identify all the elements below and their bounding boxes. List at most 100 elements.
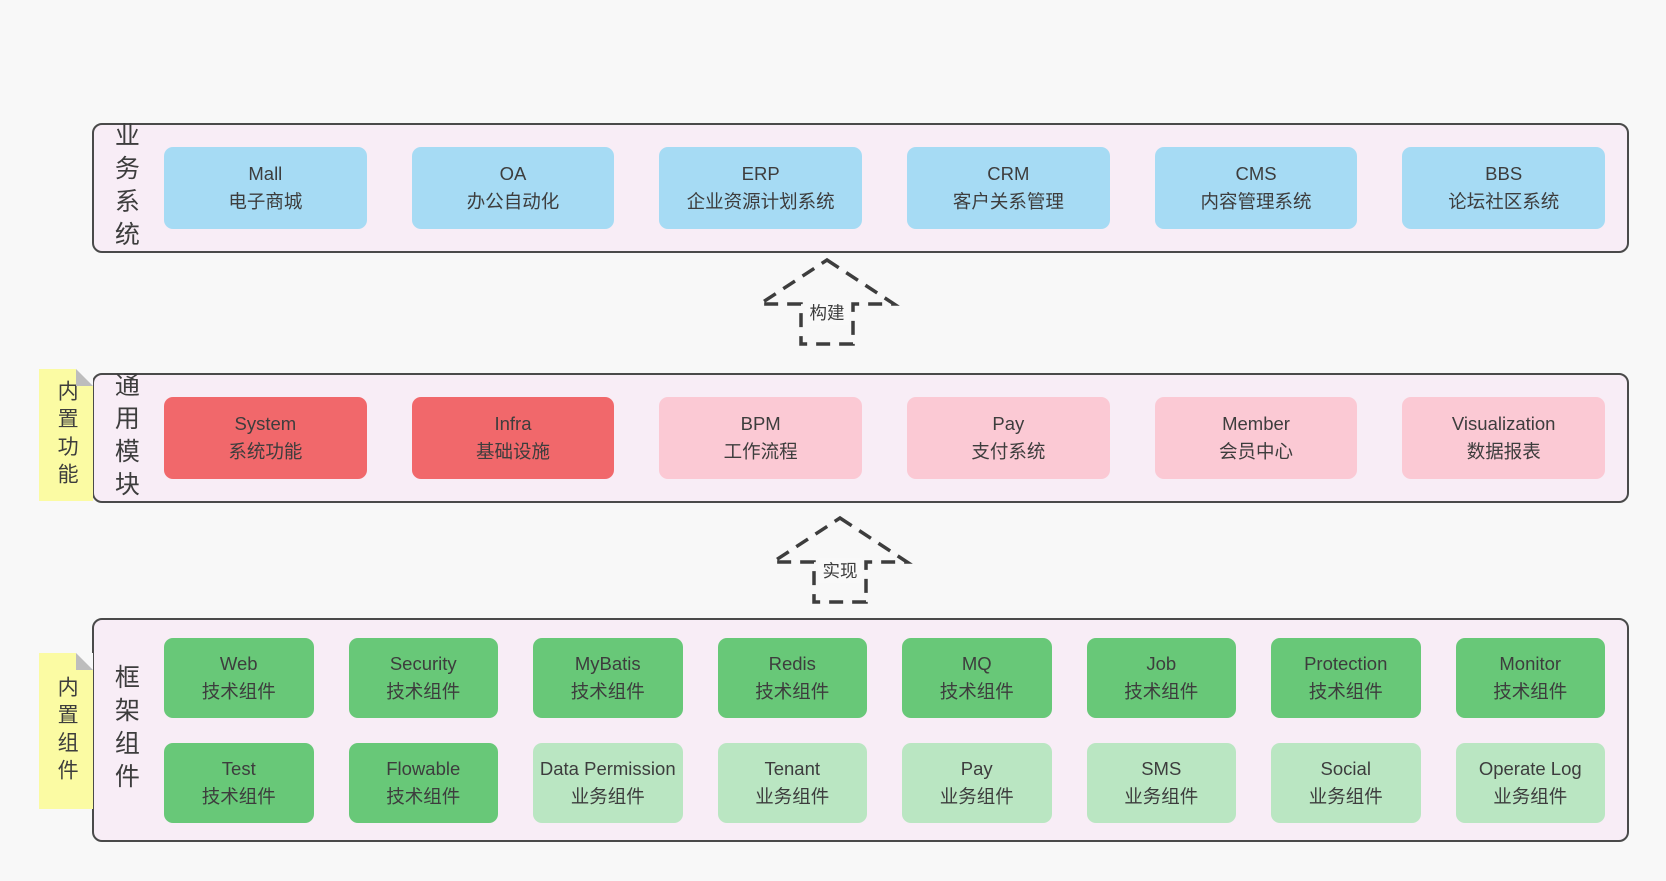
node-data-permission: Data Permission 业务组件 — [533, 742, 683, 823]
node-security: Security 技术组件 — [348, 637, 498, 718]
node-mq: MQ 技术组件 — [902, 637, 1052, 718]
node-title: Flowable — [386, 757, 461, 779]
node-subtitle: 数据报表 — [1466, 441, 1541, 462]
node-subtitle: 会员中心 — [1219, 441, 1294, 462]
folded-corner-icon — [76, 369, 93, 386]
node-subtitle: 业务组件 — [1124, 785, 1199, 807]
common-modules-row: System 系统功能 Infra 基础设施 BPM 工作流程 Pay 支付系统… — [164, 397, 1606, 479]
sticky-note-built-in-features: 内置功能 — [39, 369, 93, 501]
node-cms: CMS 内容管理系统 — [1154, 147, 1358, 229]
node-title: Member — [1222, 413, 1290, 435]
node-erp: ERP 企业资源计划系统 — [659, 147, 863, 229]
node-title: Job — [1146, 652, 1177, 674]
node-title: Visualization — [1451, 413, 1556, 435]
node-member: Member 会员中心 — [1154, 397, 1358, 479]
arrow-implement: 实现 — [765, 514, 915, 606]
node-oa: OA 办公自动化 — [411, 147, 615, 229]
layer-label-text: 框架组件 — [111, 664, 140, 796]
node-subtitle: 工作流程 — [723, 441, 798, 462]
node-pay-business: Pay 业务组件 — [902, 742, 1052, 823]
up-arrow-icon — [754, 257, 900, 346]
node-subtitle: 技术组件 — [386, 785, 461, 807]
node-title: Protection — [1304, 652, 1388, 674]
node-test: Test 技术组件 — [164, 742, 314, 823]
node-subtitle: 技术组件 — [939, 680, 1014, 702]
node-flowable: Flowable 技术组件 — [348, 742, 498, 823]
node-title: Operate Log — [1478, 757, 1582, 779]
node-subtitle: 企业资源计划系统 — [686, 191, 835, 212]
node-title: Security — [389, 652, 457, 674]
node-subtitle: 技术组件 — [1124, 680, 1199, 702]
layer-framework-components: 框架组件 Web 技术组件 Security 技术组件 MyBatis 技术组件… — [92, 618, 1629, 842]
node-title: MQ — [961, 652, 992, 674]
node-subtitle: 业务组件 — [939, 785, 1014, 807]
node-crm: CRM 客户关系管理 — [907, 147, 1110, 229]
node-title: Pay — [960, 757, 993, 779]
node-title: System — [234, 413, 297, 435]
node-social: Social 业务组件 — [1271, 742, 1421, 823]
node-title: Social — [1320, 757, 1371, 779]
node-title: Tenant — [764, 757, 821, 779]
node-subtitle: 客户关系管理 — [952, 191, 1064, 212]
node-subtitle: 支付系统 — [971, 441, 1046, 462]
node-subtitle: 技术组件 — [755, 680, 830, 702]
node-subtitle: 技术组件 — [201, 785, 276, 807]
node-subtitle: 系统功能 — [228, 441, 303, 462]
arrow-label: 实现 — [817, 558, 863, 583]
node-operate-log: Operate Log 业务组件 — [1455, 742, 1605, 823]
node-pay: Pay 支付系统 — [907, 397, 1110, 479]
layer-label-text: 业务系统 — [111, 122, 140, 254]
node-mall: Mall 电子商城 — [164, 147, 367, 229]
node-title: ERP — [741, 163, 780, 185]
node-visualization: Visualization 数据报表 — [1402, 397, 1606, 479]
framework-components-grid: Web 技术组件 Security 技术组件 MyBatis 技术组件 Redi… — [164, 637, 1605, 823]
layer-common-modules: 通用模块 System 系统功能 Infra 基础设施 BPM 工作流程 Pay… — [92, 372, 1629, 504]
node-subtitle: 业务组件 — [755, 785, 830, 807]
node-subtitle: 业务组件 — [1493, 785, 1568, 807]
node-bbs: BBS 论坛社区系统 — [1402, 147, 1606, 229]
node-subtitle: 技术组件 — [1308, 680, 1383, 702]
node-subtitle: 技术组件 — [201, 680, 276, 702]
node-title: Test — [221, 757, 256, 779]
layer-label-framework-components: 框架组件 — [102, 664, 148, 796]
node-bpm: BPM 工作流程 — [659, 397, 863, 479]
node-title: BPM — [740, 413, 781, 435]
layer-label-business-systems: 业务系统 — [102, 122, 148, 254]
node-title: MyBatis — [574, 652, 641, 674]
node-title: BBS — [1485, 163, 1523, 185]
node-subtitle: 办公自动化 — [466, 191, 560, 212]
up-arrow-icon — [767, 515, 913, 604]
node-subtitle: 业务组件 — [1308, 785, 1383, 807]
node-redis: Redis 技术组件 — [717, 637, 867, 718]
node-title: CMS — [1235, 163, 1277, 185]
node-title: Redis — [768, 652, 816, 674]
node-subtitle: 业务组件 — [570, 785, 645, 807]
node-title: Mall — [248, 163, 283, 185]
node-title: Web — [219, 652, 258, 674]
node-monitor: Monitor 技术组件 — [1455, 637, 1605, 718]
node-title: Infra — [494, 413, 532, 435]
note-text: 内置组件 — [55, 675, 79, 787]
node-title: CRM — [987, 163, 1030, 185]
node-subtitle: 论坛社区系统 — [1448, 191, 1560, 212]
node-subtitle: 技术组件 — [1493, 680, 1568, 702]
node-job: Job 技术组件 — [1086, 637, 1236, 718]
layer-business-systems: 业务系统 Mall 电子商城 OA 办公自动化 ERP 企业资源计划系统 CRM… — [92, 122, 1629, 254]
node-system: System 系统功能 — [164, 397, 367, 479]
node-infra: Infra 基础设施 — [411, 397, 615, 479]
layer-label-common-modules: 通用模块 — [102, 372, 148, 504]
node-sms: SMS 业务组件 — [1086, 742, 1236, 823]
arrow-label: 构建 — [804, 300, 850, 325]
node-subtitle: 技术组件 — [386, 680, 461, 702]
node-title: SMS — [1141, 757, 1182, 779]
node-title: Monitor — [1499, 652, 1562, 674]
node-subtitle: 内容管理系统 — [1200, 191, 1312, 212]
business-systems-row: Mall 电子商城 OA 办公自动化 ERP 企业资源计划系统 CRM 客户关系… — [164, 147, 1606, 229]
node-title: Data Permission — [539, 757, 676, 779]
node-mybatis: MyBatis 技术组件 — [533, 637, 683, 718]
folded-corner-icon — [76, 653, 93, 670]
sticky-note-built-in-components: 内置组件 — [39, 653, 93, 809]
node-protection: Protection 技术组件 — [1271, 637, 1421, 718]
node-subtitle: 电子商城 — [228, 191, 303, 212]
